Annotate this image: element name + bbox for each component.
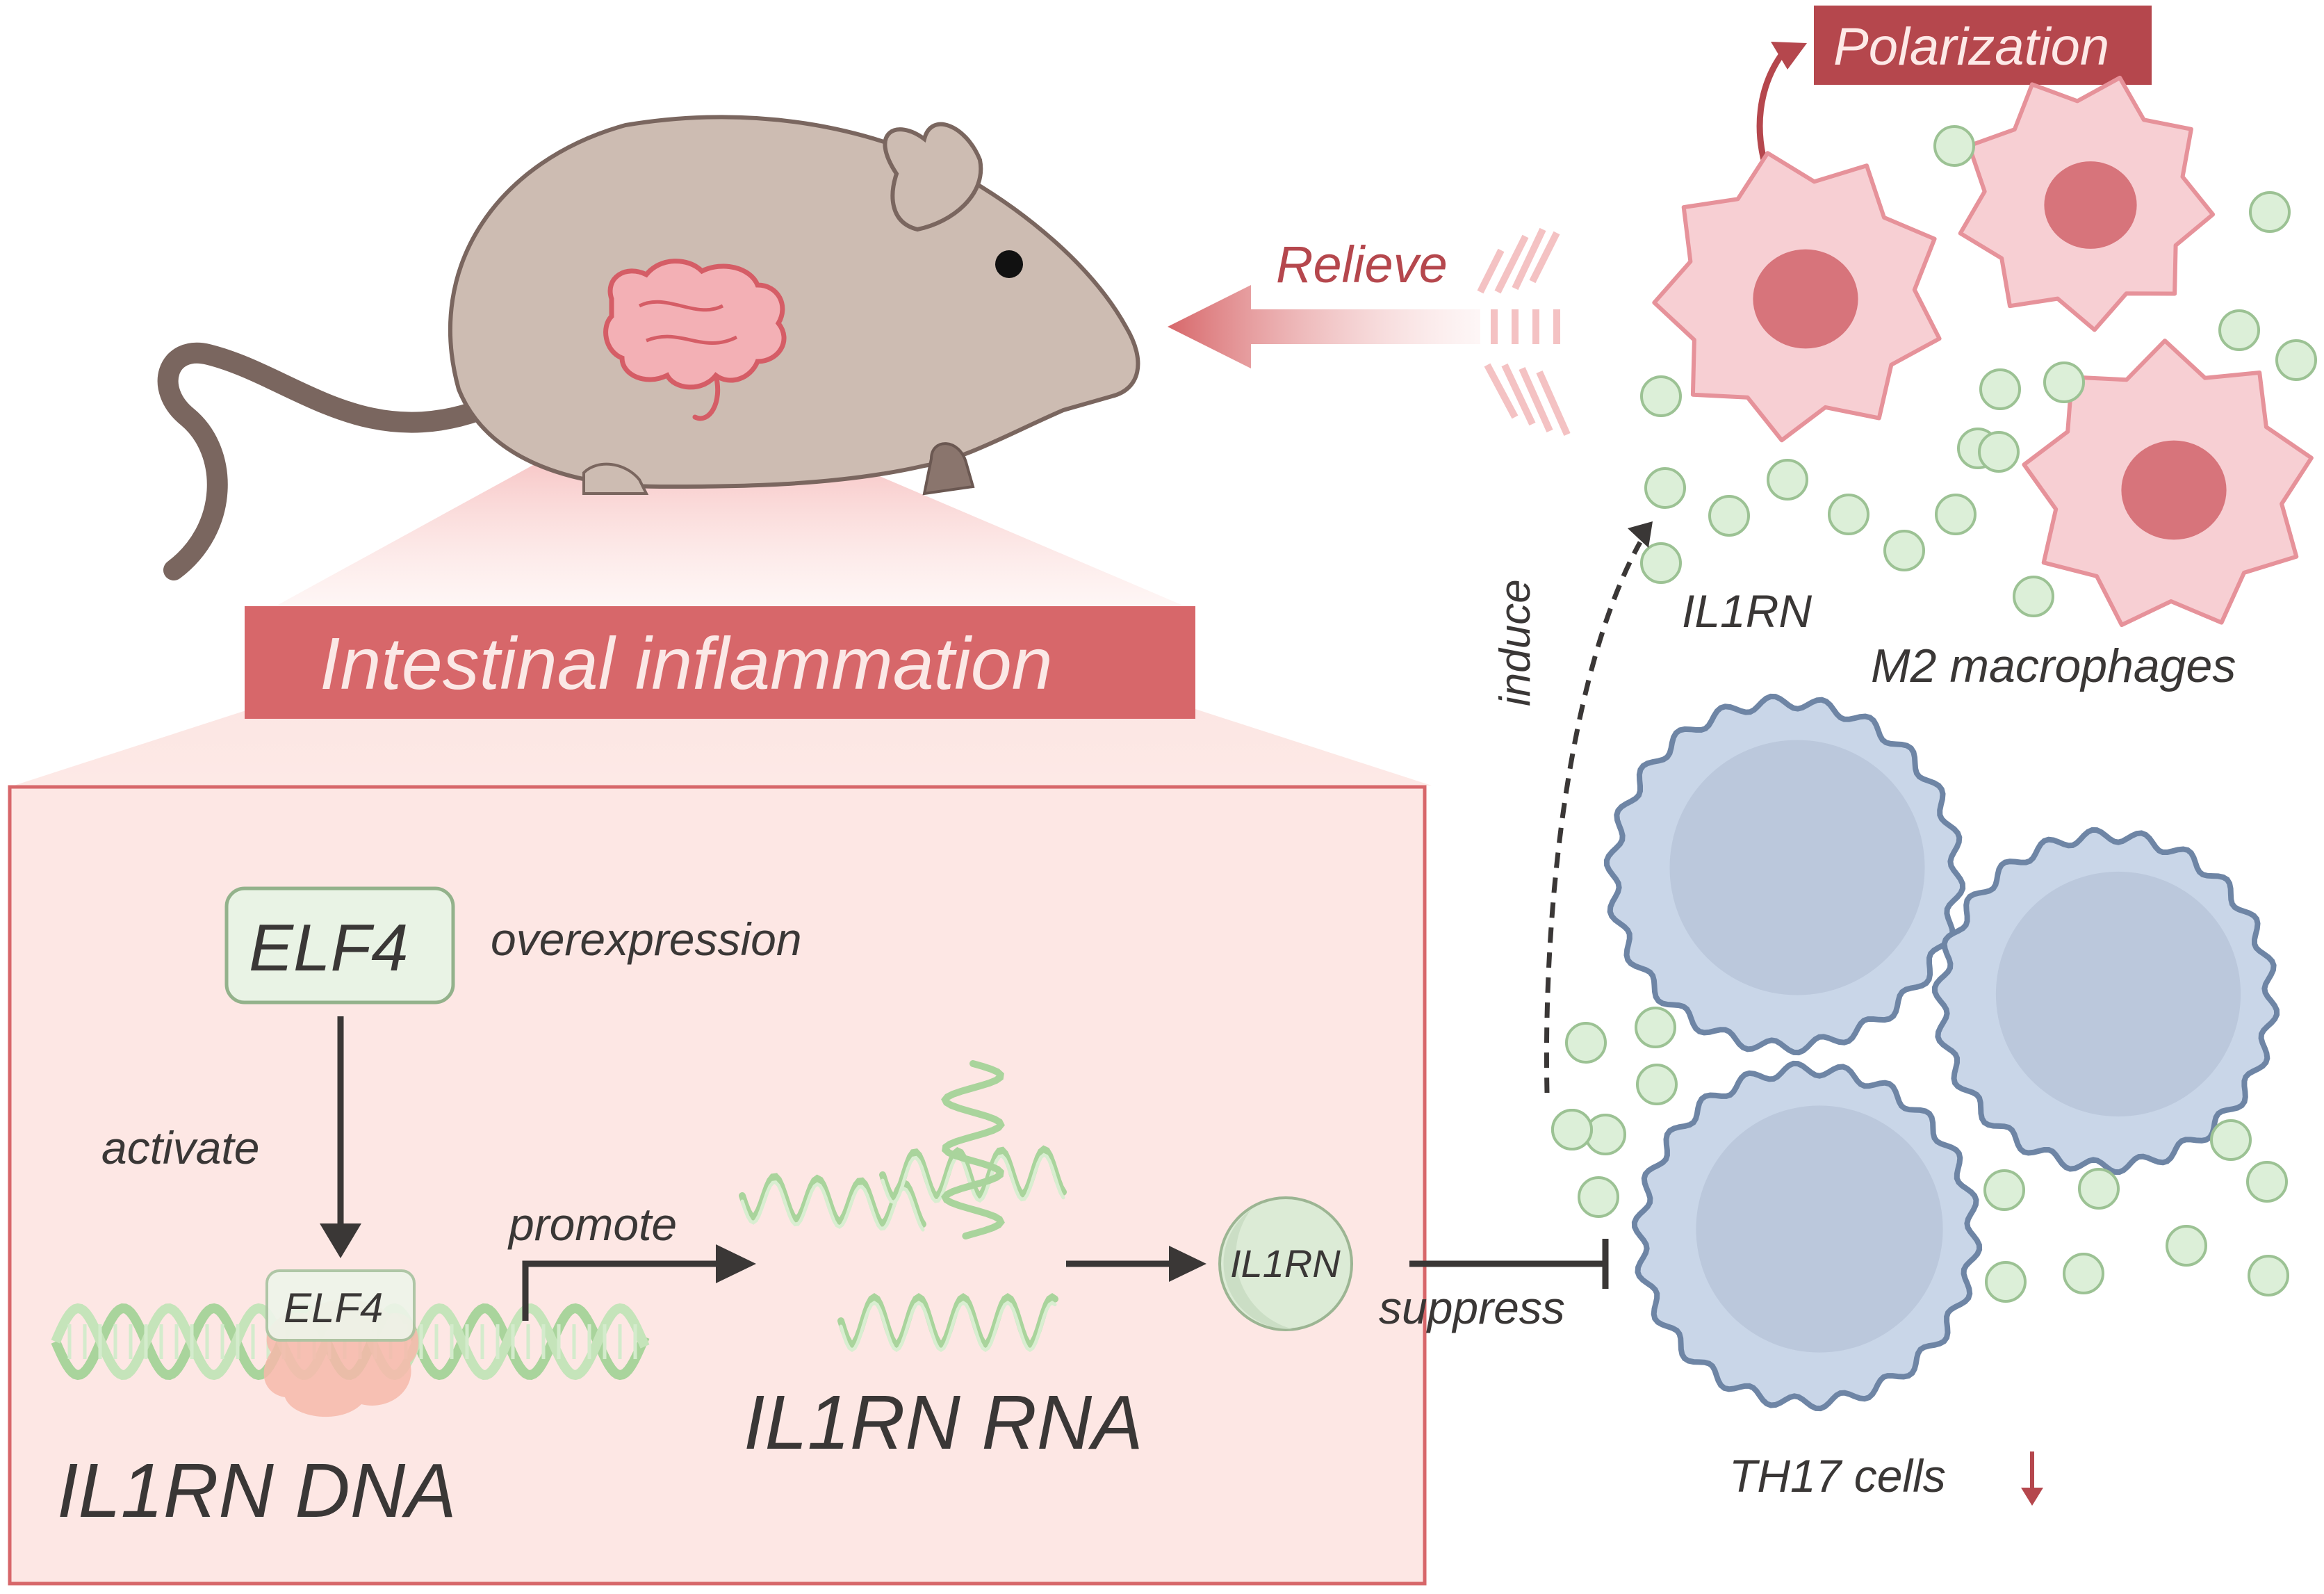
induce-arrow	[1544, 541, 1643, 1093]
mouse-front-paw	[922, 442, 975, 496]
il1rn-particle	[1985, 1261, 2027, 1303]
il1rn-particles	[1551, 125, 2317, 1303]
il1rn-particle	[2013, 576, 2054, 617]
magnification-cone-upper	[278, 445, 1181, 605]
il1rn-particle	[2166, 1225, 2207, 1267]
il1rn-protein-circle	[1218, 1196, 1353, 1331]
th17-cells-label: TH17 cells	[1729, 1450, 1946, 1502]
il1rn-protein-label: IL1RN	[1230, 1242, 1341, 1285]
induce-label: induce	[1491, 579, 1539, 706]
radiating-dashes	[1477, 227, 1571, 437]
promote-arrow	[522, 1260, 723, 1321]
il1rn-particle	[2210, 1119, 2252, 1161]
th17-nucleus	[1995, 871, 2241, 1117]
il1rn-particle	[1979, 368, 2021, 410]
elf4-label: ELF4	[249, 911, 409, 985]
m2-macrophages-group	[1652, 75, 2314, 627]
promote-label: promote	[509, 1198, 678, 1250]
elf4-bound-label: ELF4	[284, 1285, 384, 1331]
il1rn-particle	[1828, 494, 1869, 535]
il1rn-particle	[1635, 1007, 1676, 1048]
il1rn-particle	[1636, 1064, 1678, 1105]
il1rn-particle	[1933, 125, 1975, 167]
relieve-arrow	[1168, 285, 1480, 368]
mouse-hind-paw	[582, 462, 649, 495]
mouse-tail	[157, 342, 490, 580]
il1rn-particle	[2246, 1161, 2288, 1203]
il1rn-particle	[2063, 1253, 2104, 1294]
macrophage-nucleus	[2121, 440, 2227, 540]
il1rn-particle	[1767, 459, 1808, 501]
il1rn-particle	[2043, 361, 2085, 403]
polarization-box	[1814, 6, 2152, 85]
rna-strand-highlight	[839, 1301, 1057, 1352]
activate-label: activate	[101, 1122, 260, 1173]
m2-macrophages-label: M2 macrophages	[1871, 640, 2236, 692]
il1rn-particle	[2218, 309, 2260, 351]
il1rn-rna-label: IL1RN RNA	[744, 1380, 1143, 1465]
overexpression-label: overexpression	[491, 913, 802, 965]
il1rn-particle	[1708, 495, 1750, 537]
il1rn-particle	[1644, 467, 1686, 509]
intestinal-inflammation-banner	[245, 606, 1195, 719]
il1rn-particle	[1935, 494, 1977, 535]
intestine-icon	[603, 259, 787, 390]
il1rn-particle	[2248, 1255, 2289, 1296]
il1rn-particle	[1551, 1109, 1593, 1150]
il1rn-particle	[1640, 375, 1682, 417]
rna-strand	[941, 1060, 1005, 1239]
mouse-illustration	[157, 115, 1140, 580]
il1rn-particle	[1883, 530, 1925, 571]
il1rn-particle	[1640, 542, 1682, 584]
magnification-cone-lower	[14, 709, 1432, 786]
il1rn-particle	[1565, 1022, 1607, 1064]
macrophage-nucleus	[2044, 161, 2137, 249]
macrophage-nucleus	[1753, 249, 1858, 349]
il1rn-secreted-label: IL1RN	[1682, 585, 1812, 637]
rna-strand	[739, 1173, 926, 1228]
mouse-eye	[995, 250, 1023, 278]
suppress-label: suppress	[1379, 1282, 1565, 1333]
polarization-label: Polarization	[1833, 17, 2110, 76]
il1rn-particle	[2275, 339, 2317, 381]
intestinal-inflammation-label: Intestinal inflammation	[320, 623, 1053, 705]
il1rn-particle	[1983, 1169, 2025, 1211]
rna-strand-highlight	[740, 1180, 925, 1232]
rna-strand-highlight	[881, 1153, 1065, 1205]
th17-nucleus	[1696, 1105, 1943, 1353]
elf4-box	[224, 886, 455, 1005]
relieve-label: Relieve	[1276, 236, 1448, 293]
elf4-bound-box	[265, 1269, 416, 1342]
mouse-body	[448, 115, 1140, 489]
mouse-ear	[883, 122, 983, 232]
il1rn-particle	[1978, 431, 2020, 473]
il1rn-particle	[2078, 1168, 2120, 1210]
th17-nucleus	[1669, 740, 1925, 995]
th17-cells-group	[1603, 693, 2280, 1412]
il1rn-dna-label: IL1RN DNA	[57, 1448, 457, 1534]
il1rn-particle	[2249, 191, 2291, 233]
il1rn-particle	[1578, 1176, 1619, 1218]
rna-strands	[739, 1060, 1067, 1352]
